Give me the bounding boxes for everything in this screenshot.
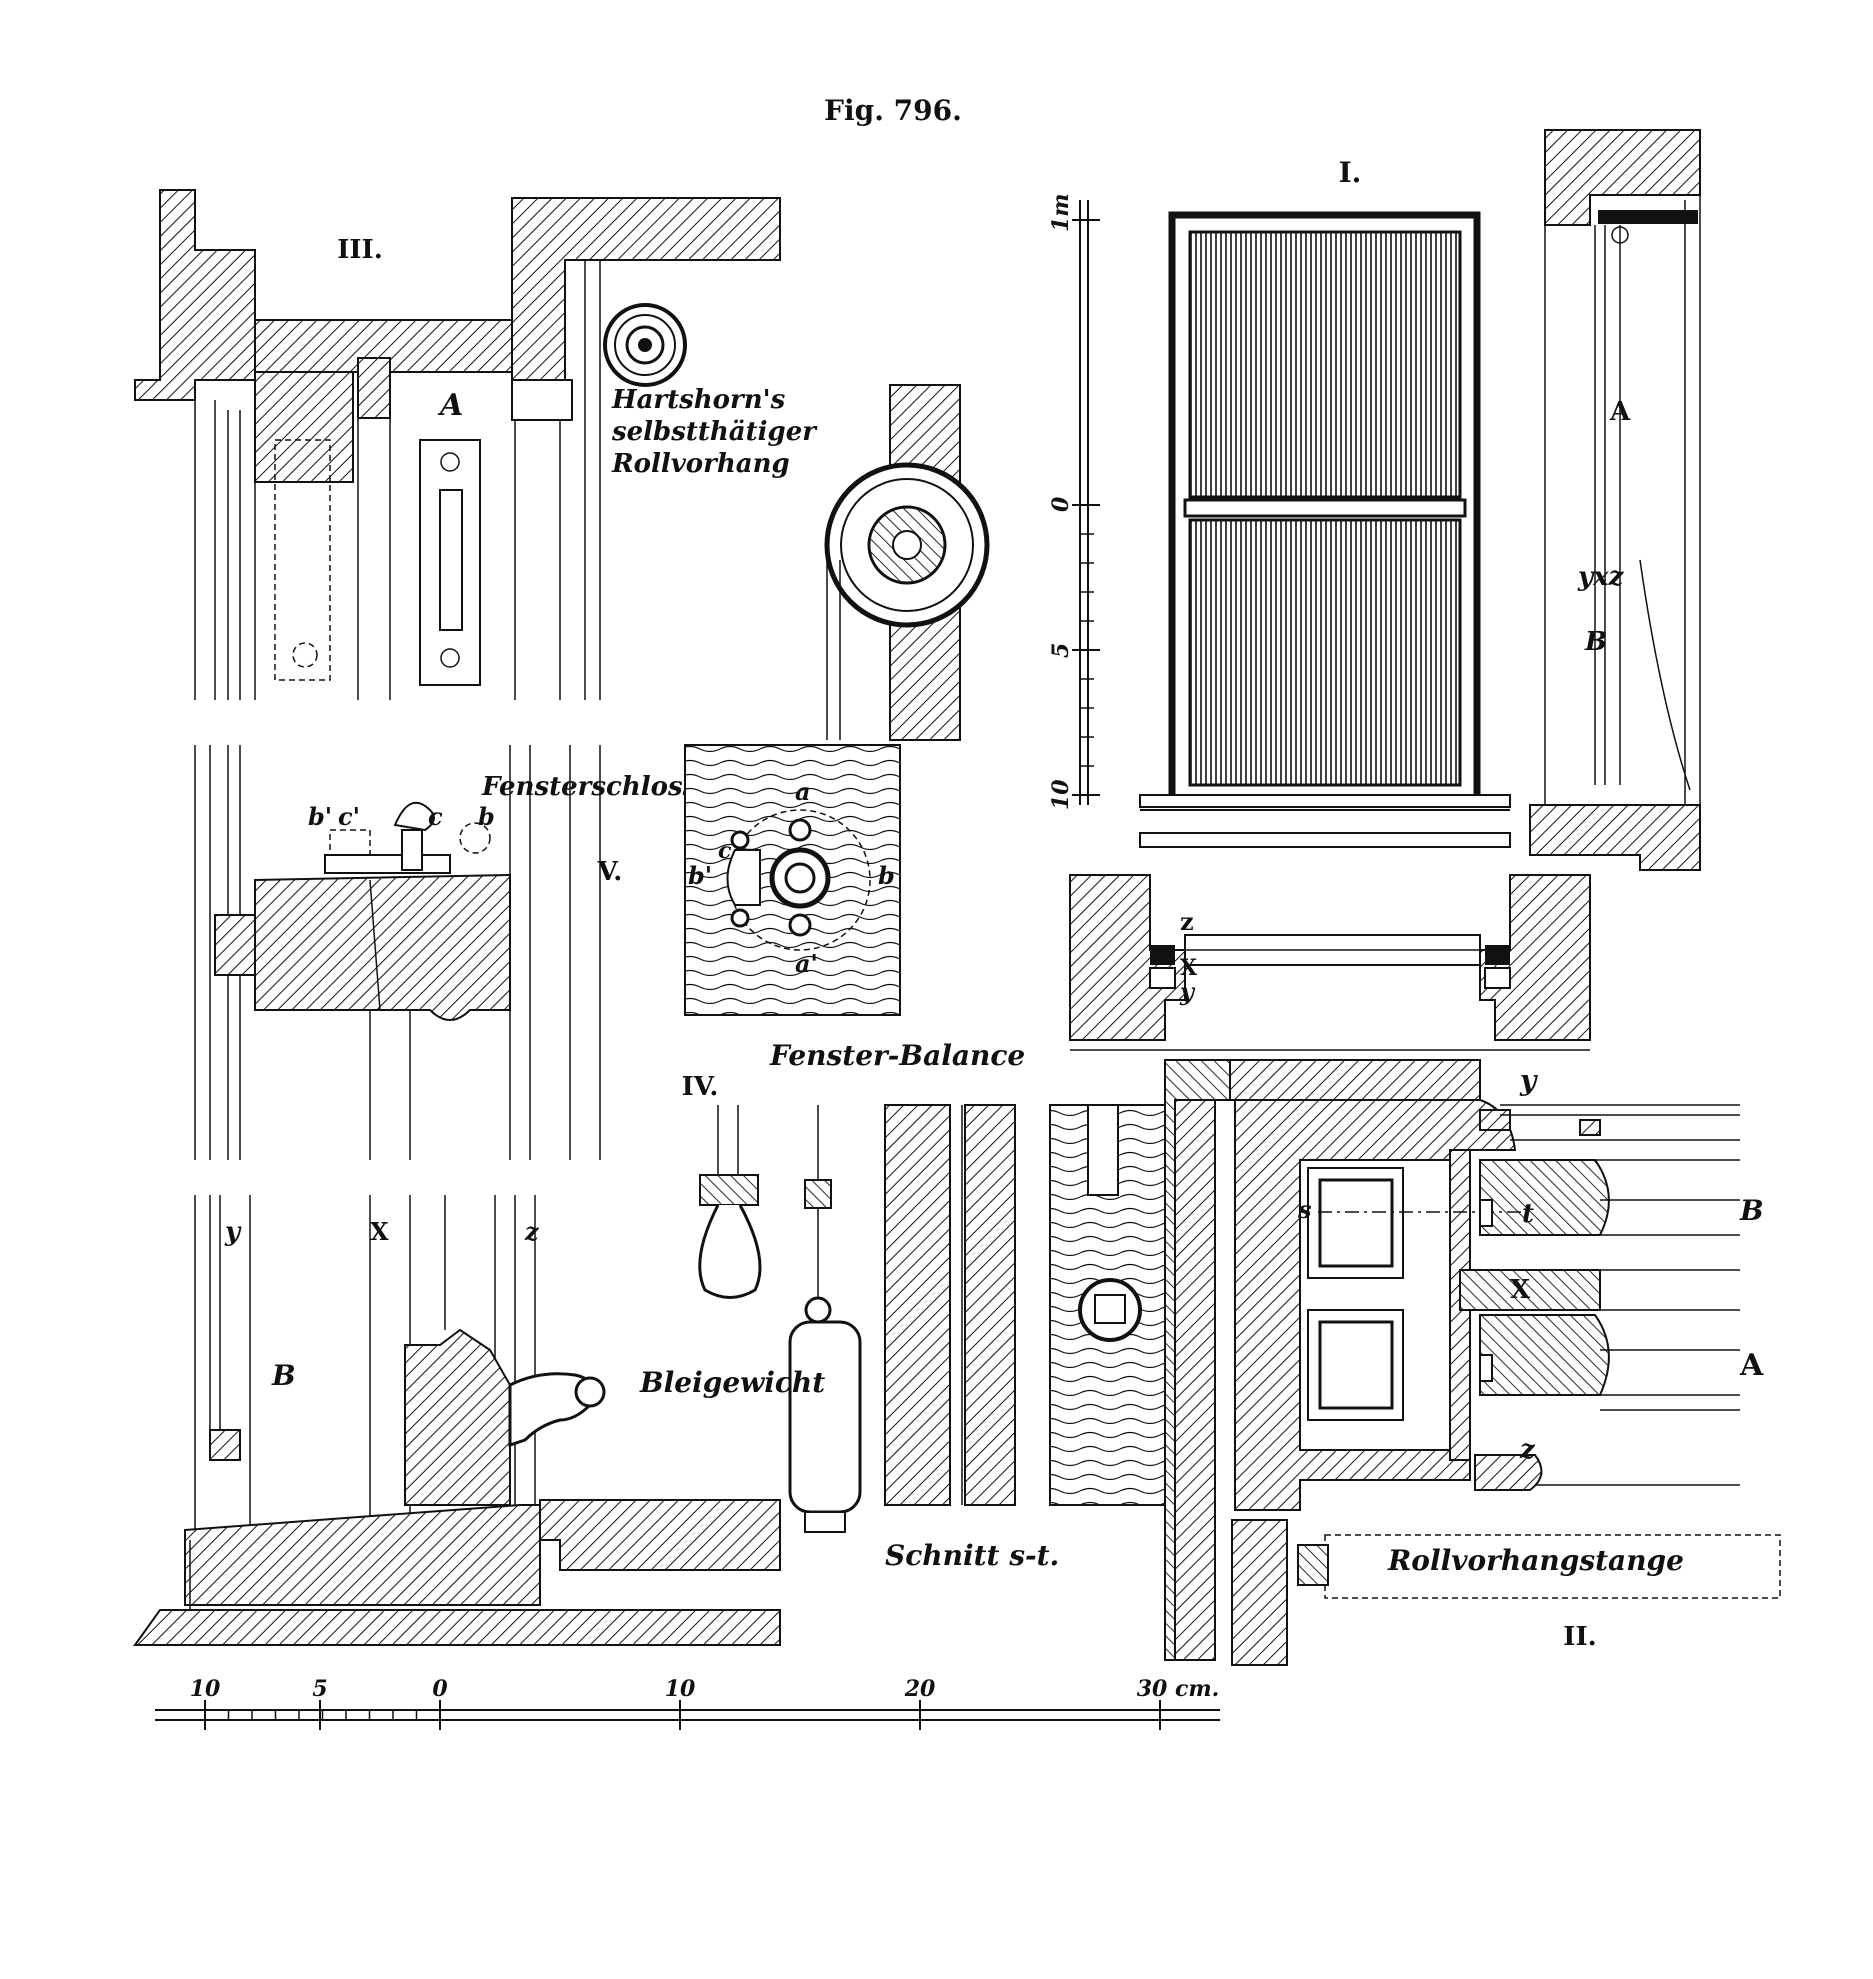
letter-c-v: c [428, 802, 443, 831]
scale-tick-0: 0 [432, 1676, 448, 1702]
letter-z-plan: z [1180, 907, 1194, 936]
panel-v: b' c' c b Fensterschloss V. [194, 745, 698, 1160]
scale-bar: 10 5 0 10 20 30 cm. [155, 1676, 1220, 1730]
letter-a-iii: A [437, 388, 463, 423]
panel-i-section: A yxz B [1529, 129, 1701, 871]
panel-ii: y s t B X A z Rollvorhangstange II. [1164, 1059, 1781, 1666]
panel-i-label: I. [1339, 156, 1362, 189]
panel-iv: Fenster-Balance IV. Bleigewicht Schnitt … [639, 1039, 1186, 1572]
hidden-bracket-iii [274, 439, 331, 681]
letter-b-plan: b [878, 861, 895, 890]
hartshorn-caption-3: Rollvorhang [611, 449, 790, 479]
panel-iii-lower: y X z B [133, 1195, 781, 1646]
letter-s-ii: s [1297, 1195, 1312, 1224]
panel-iii-label: III. [337, 235, 383, 265]
letter-x-plan: X [1180, 955, 1198, 981]
panel-i-plan: z X y [1069, 874, 1591, 1051]
schnitt-caption: Schnitt s-t. [885, 1539, 1059, 1572]
rollvorhangstange-caption: Rollvorhangstange [1387, 1544, 1684, 1577]
panel-v-label: V. [597, 857, 623, 887]
letter-z-ii: z [1519, 1435, 1536, 1465]
scale-i-5: 5 [1048, 643, 1074, 658]
scale-i-1m: 1m [1048, 193, 1074, 232]
letter-a-ii: A [1739, 1348, 1764, 1383]
letter-b-prime-v: b' [308, 802, 332, 831]
letter-c-prime-v: c' [338, 802, 360, 831]
letter-y-ii: y [1519, 1064, 1538, 1097]
letter-b-lower: B [271, 1359, 296, 1392]
letter-b-i: B [1584, 627, 1607, 657]
letter-a-v: a [795, 777, 811, 806]
hartshorn-caption-1: Hartshorn's [611, 385, 786, 415]
panel-ii-label: II. [1563, 1622, 1596, 1652]
scale-tick-30: 30 cm. [1137, 1676, 1220, 1702]
letter-a-i: A [1609, 397, 1631, 427]
panel-i: I. 1m 0 5 10 [1048, 156, 1511, 848]
scale-tick-20: 20 [904, 1676, 936, 1702]
letter-z-lower: z [524, 1217, 540, 1246]
wall-left-iii [134, 189, 256, 401]
scale-tick-10: 10 [665, 1676, 696, 1702]
panel-iii: III. A Hartshorn's selbstthätiger Rollvo… [134, 189, 818, 700]
letter-b-ii: B [1739, 1194, 1764, 1227]
figure-title: Fig. 796. [824, 94, 962, 127]
frame-iii [511, 379, 573, 421]
roller-section [824, 384, 990, 741]
hartshorn-caption-2: selbstthätiger [611, 417, 818, 447]
bleigewicht-caption: Bleigewicht [639, 1366, 825, 1399]
letter-x-lower: X [370, 1217, 389, 1246]
letter-b-v: b [478, 802, 495, 831]
fensterschloss-caption: Fensterschloss [481, 772, 698, 802]
roller-spring-icon [603, 303, 687, 387]
letter-a-prime-v: a' [795, 949, 818, 978]
scale-tick-5: 5 [312, 1676, 327, 1702]
lock-plan: a a' b' b c [684, 744, 901, 1016]
scale-i-10: 10 [1048, 779, 1074, 810]
letter-c-plan: c [718, 838, 732, 864]
stile-iii [357, 357, 391, 419]
letter-yxz-i: yxz [1577, 562, 1625, 592]
letter-y-plan: y [1179, 977, 1196, 1006]
letter-b-prime-plan: b' [688, 861, 712, 890]
letter-y-lower: y [224, 1217, 242, 1247]
letter-t-ii: t [1522, 1199, 1534, 1229]
letter-x-ii: X [1510, 1275, 1531, 1305]
panel-iv-label: IV. [682, 1072, 719, 1102]
fenster-balance-caption: Fenster-Balance [769, 1039, 1025, 1072]
jamb-sash-iii [254, 371, 354, 483]
scale-i-0: 0 [1048, 496, 1074, 512]
scale-tick-10-left: 10 [190, 1676, 221, 1702]
